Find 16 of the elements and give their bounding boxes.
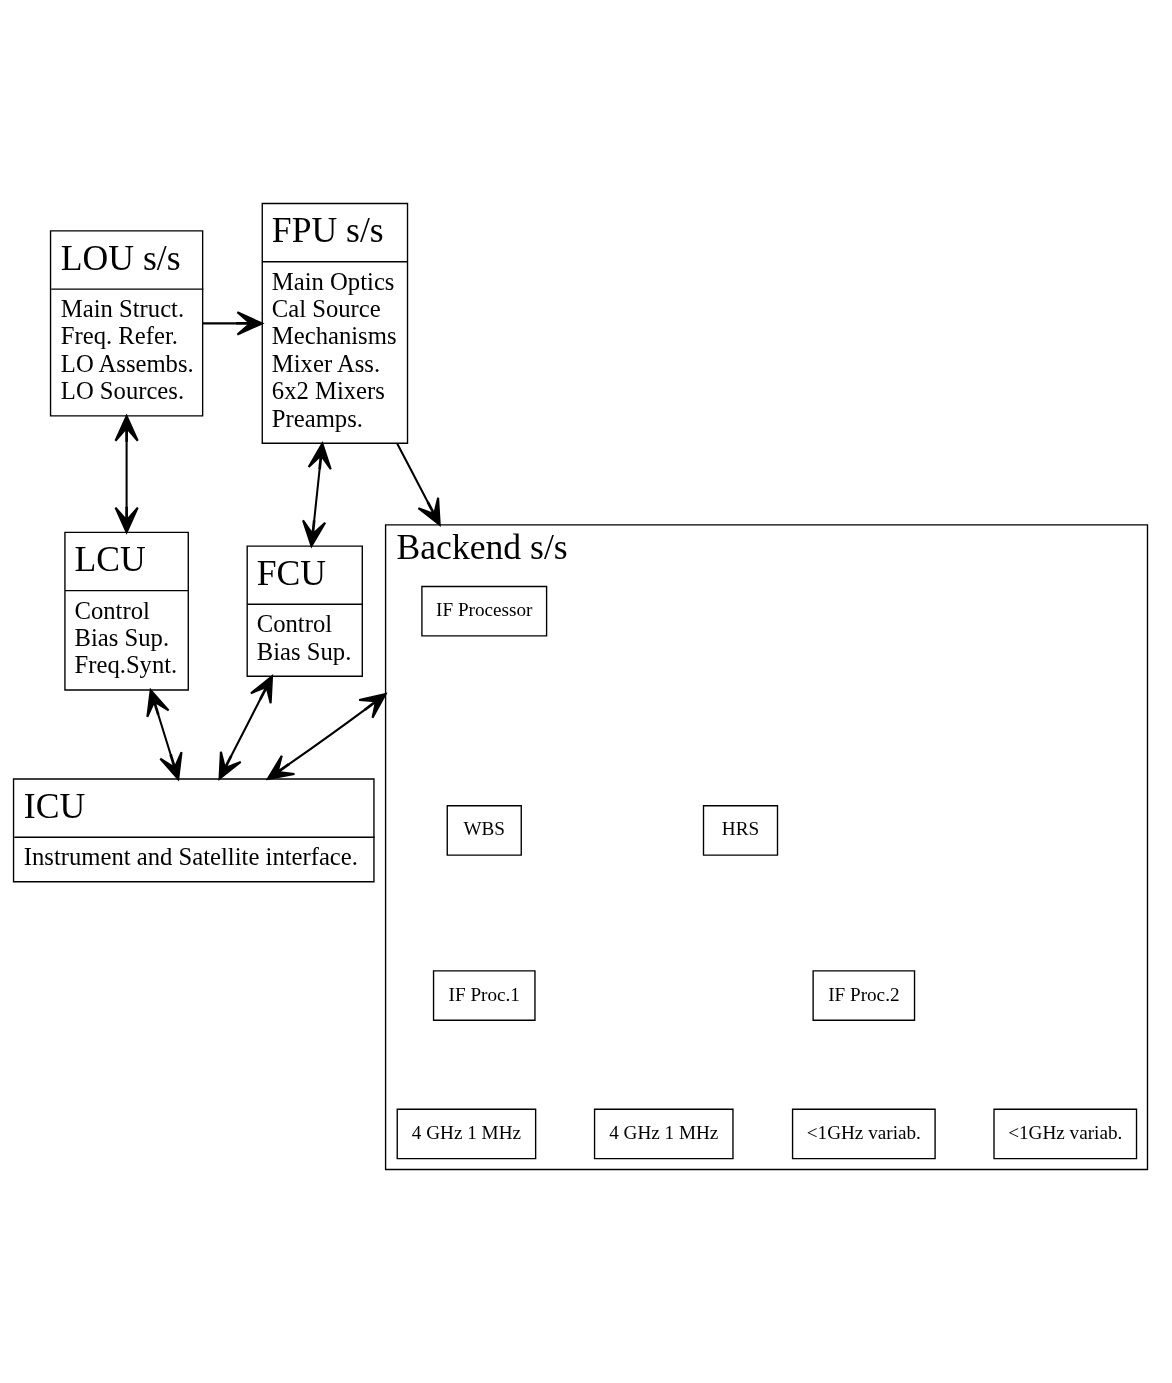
arrow [202,310,264,335]
node-box: 4 GHz 1 MHz [593,1108,734,1159]
node-box: 4 GHz 1 MHz [396,1108,537,1159]
arrow [146,688,183,780]
node-box: WBS [446,804,522,856]
node-box: IF Proc.2 [812,969,916,1021]
node-box: <1GHz variab. [791,1108,936,1159]
node-box: <1GHz variab. [993,1108,1138,1159]
arrow [302,442,332,547]
arrow [218,674,274,780]
arrow [396,442,441,526]
node-box: IF Proc.1 [432,969,536,1021]
arrow [114,414,139,533]
node-box: IF Processor [421,585,548,636]
node-box: HRS [702,804,779,856]
arrow [266,692,387,780]
